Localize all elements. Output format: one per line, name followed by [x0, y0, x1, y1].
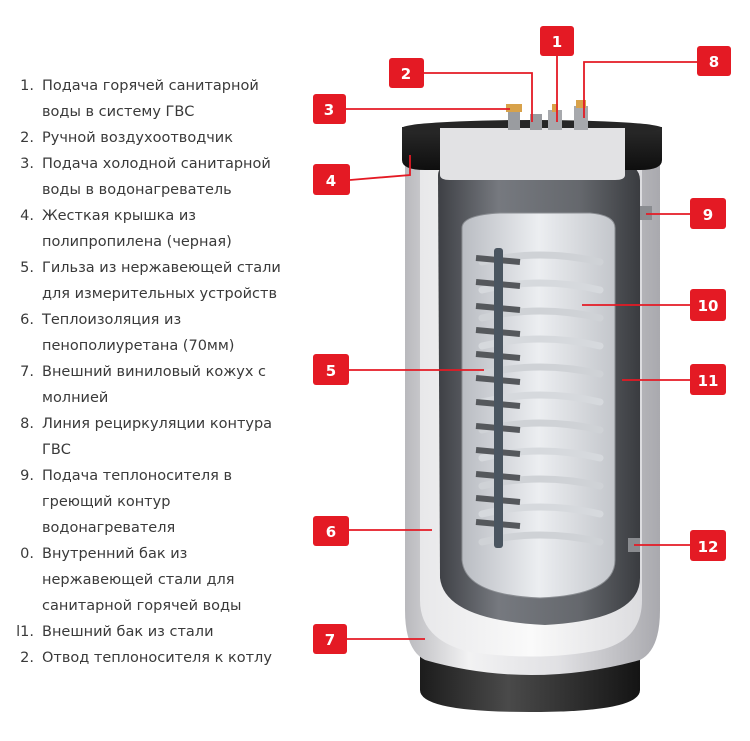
- callout-3: 3: [313, 94, 346, 124]
- legend-item-text: Внешний бак из стали: [42, 624, 214, 640]
- legend-item: 8. Линия рециркуляции контура ГВС: [0, 411, 300, 463]
- svg-text:9: 9: [703, 206, 713, 224]
- legend-item-text: Отвод теплоносителя к котлу: [42, 650, 272, 666]
- svg-text:8: 8: [709, 53, 719, 71]
- legend-item: 0. Внутренний бак из нержавеющей стали дл…: [0, 541, 300, 619]
- callout-2: 2: [389, 58, 424, 88]
- legend-item-text: Подача горячей санитарной воды в систему…: [42, 78, 259, 120]
- svg-text:7: 7: [325, 631, 335, 649]
- legend-item: 2. Ручной воздухоотводчик: [0, 125, 300, 151]
- sensor-sleeve: [494, 248, 503, 548]
- legend-item-number: 2.: [20, 650, 34, 666]
- callout-1: 1: [540, 26, 574, 56]
- svg-text:4: 4: [326, 172, 336, 190]
- leader-2: [424, 72, 533, 122]
- svg-text:3: 3: [324, 101, 334, 119]
- legend-item-text: Линия рециркуляции контура ГВС: [42, 416, 273, 458]
- callout-badges: 1 2 3 4 5 6 7 8: [313, 26, 731, 654]
- svg-text:1: 1: [552, 33, 562, 51]
- legend-item-number: 9.: [20, 468, 34, 484]
- legend-item: 5. Гильза из нержавеющей стали для измери…: [0, 255, 300, 307]
- legend-item-number: l1.: [16, 624, 34, 640]
- legend-item-text: Ручной воздухоотводчик: [42, 130, 233, 146]
- legend-item-text: Теплоизоляция из пенополиуретана (70мм): [42, 312, 235, 354]
- callout-10: 10: [690, 289, 726, 321]
- legend-item-number: 5.: [20, 260, 34, 276]
- legend-list: 1. Подача горячей санитарной воды в систе…: [0, 73, 300, 671]
- legend-item-text: Подача теплоносителя в греющий контур во…: [42, 468, 232, 536]
- callout-6: 6: [313, 516, 349, 546]
- legend-item-text: Внутренний бак из нержавеющей стали для …: [42, 546, 242, 614]
- legend-item: 3. Подача холодной санитарной воды в водо…: [0, 151, 300, 203]
- legend-item: 1. Подача горячей санитарной воды в систе…: [0, 73, 300, 125]
- callout-11: 11: [690, 364, 726, 395]
- callout-5: 5: [313, 354, 349, 385]
- legend-item-number: 7.: [20, 364, 34, 380]
- legend-item-number: 2.: [20, 130, 34, 146]
- callout-4: 4: [313, 164, 350, 195]
- callout-7: 7: [313, 624, 347, 654]
- svg-text:6: 6: [326, 523, 336, 541]
- legend-item: 7. Внешний виниловый кожух с молнией: [0, 359, 300, 411]
- legend-item-text: Подача холодной санитарной воды в водона…: [42, 156, 271, 198]
- svg-text:11: 11: [698, 372, 719, 390]
- legend-item: 9. Подача теплоносителя в греющий контур …: [0, 463, 300, 541]
- legend-item-number: 6.: [20, 312, 34, 328]
- svg-text:10: 10: [698, 297, 719, 315]
- callout-8: 8: [697, 46, 731, 76]
- legend-item-number: 0.: [20, 546, 34, 562]
- legend-item: 4. Жесткая крышка из полипропилена (черна…: [0, 203, 300, 255]
- legend-item-number: 4.: [20, 208, 34, 224]
- svg-text:5: 5: [326, 362, 336, 380]
- legend-item: 2. Отвод теплоносителя к котлу: [0, 645, 300, 671]
- leader-lines: [346, 55, 697, 640]
- legend-item: l1. Внешний бак из стали: [0, 619, 300, 645]
- callout-9: 9: [690, 198, 726, 229]
- leader-4: [349, 155, 411, 181]
- legend-item-number: 1.: [20, 78, 34, 94]
- callout-12: 12: [690, 530, 726, 561]
- legend-item: 6. Теплоизоляция из пенополиуретана (70мм…: [0, 307, 300, 359]
- legend-item-text: Внешний виниловый кожух с молнией: [42, 364, 267, 406]
- legend-item-text: Гильза из нержавеющей стали для измерите…: [42, 260, 281, 302]
- svg-text:2: 2: [401, 65, 411, 83]
- black-cap: [402, 120, 662, 180]
- svg-text:12: 12: [698, 538, 719, 556]
- legend-item-number: 3.: [20, 156, 34, 172]
- legend-item-text: Жесткая крышка из полипропилена (черная): [42, 208, 232, 250]
- legend-item-number: 8.: [20, 416, 34, 432]
- leader-8: [583, 61, 697, 118]
